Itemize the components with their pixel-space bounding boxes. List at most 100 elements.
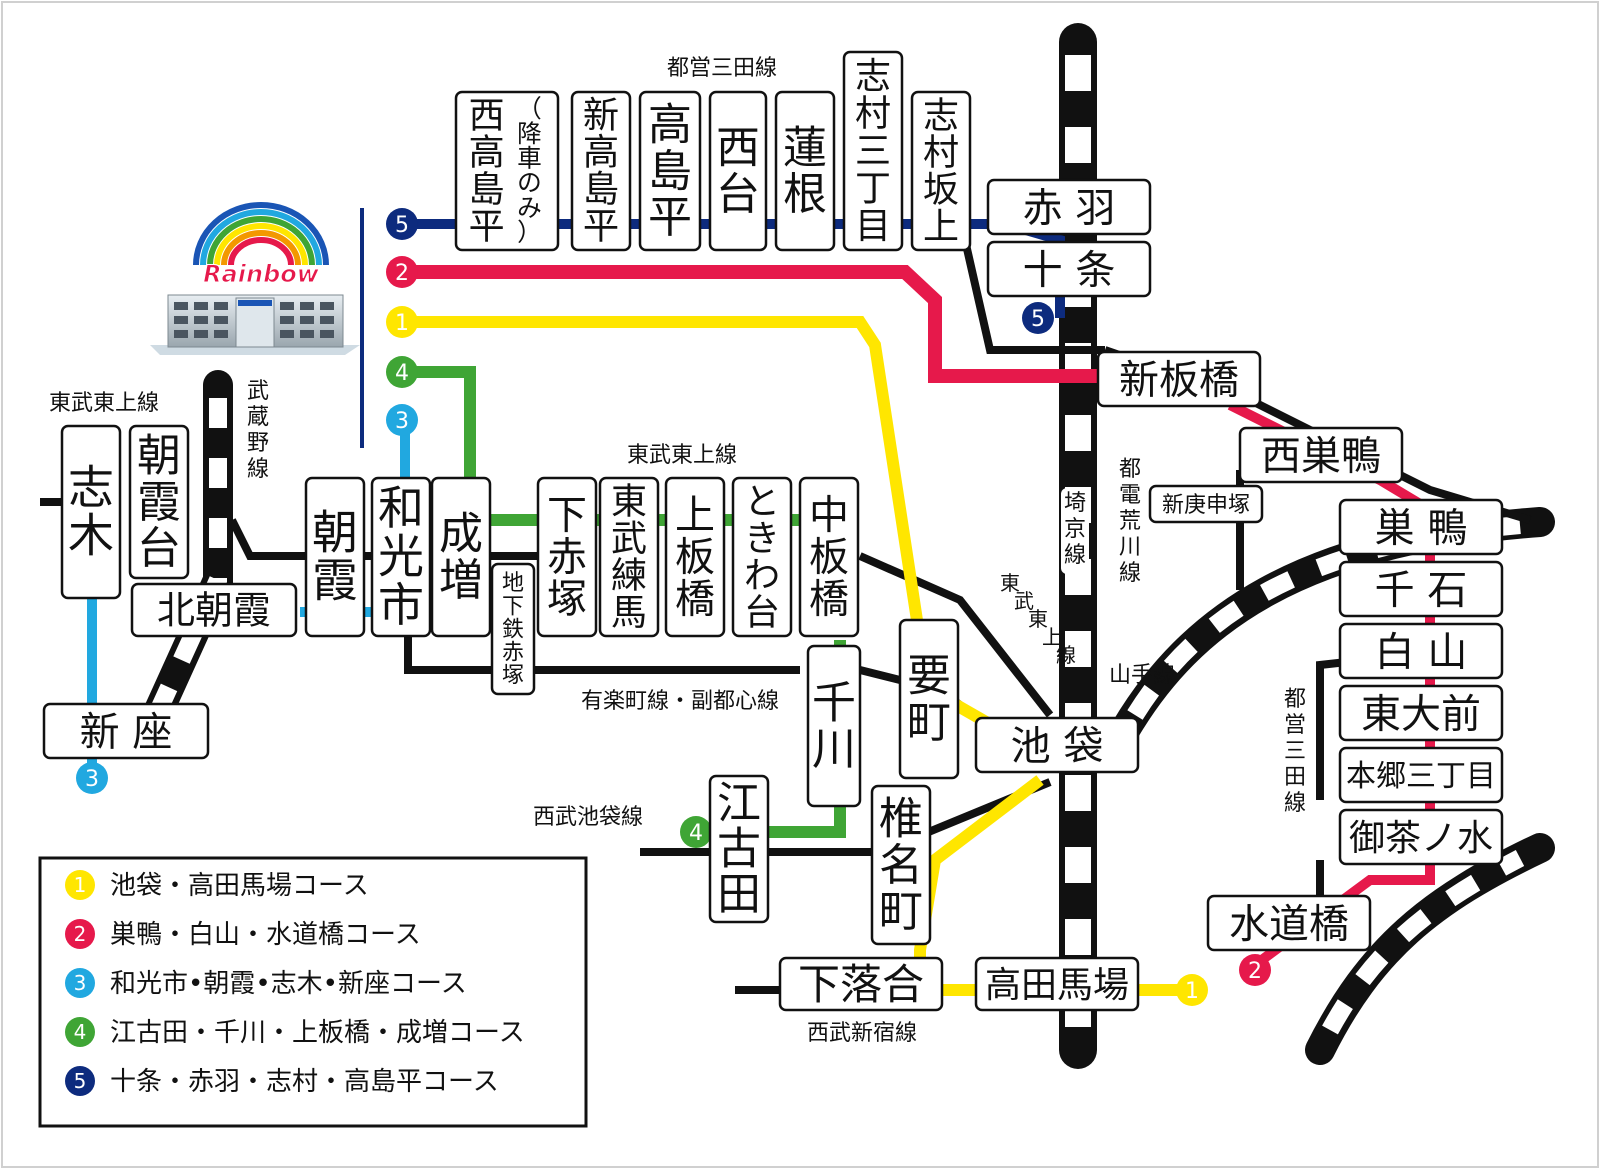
station-label: 成増 (439, 509, 483, 606)
station-narimasu[interactable]: 成増 (430, 476, 492, 638)
legend-label: 江古田・千川・上板橋・成増コース (110, 1018, 525, 1048)
station-box (974, 956, 1140, 1012)
station-label: 東大前 (1361, 691, 1481, 737)
legend-label: 池袋・高田馬場コース (110, 871, 369, 901)
line-label-seibu-ikebukuro: 西武池袋線 (533, 805, 643, 830)
course-marker-m4-top: 4 (386, 356, 418, 388)
station-label: 椎名町 (879, 794, 923, 937)
station-label: 新庚申塚 (1162, 493, 1250, 518)
station-box (708, 90, 768, 252)
station-hakusan[interactable]: 白 山 (1338, 622, 1504, 680)
station-shimoakatsuka[interactable]: 下赤塚 (536, 476, 598, 638)
station-box (370, 476, 432, 638)
marker-number: 2 (395, 261, 409, 286)
station-sugamo[interactable]: 巣 鴨 (1338, 498, 1504, 556)
station-nishisugamo[interactable]: 西巣鴨 (1238, 426, 1404, 484)
station-box (1338, 622, 1504, 680)
station-label: 下落合 (798, 960, 924, 1009)
station-box (1338, 808, 1504, 866)
station-label: 下赤塚 (547, 492, 587, 622)
station-label: 西高島平 (469, 95, 505, 247)
legend-label: 巣鴨・白山・水道橋コース (110, 920, 421, 950)
station-sengoku[interactable]: 千 石 (1338, 560, 1504, 618)
saikyo-label-bg (1061, 488, 1089, 574)
station-tokiwadai[interactable]: ときわ台 (731, 476, 793, 638)
station-hasune[interactable]: 蓮根 (774, 90, 836, 252)
station-shiinamachi[interactable]: 椎名町 (870, 784, 932, 946)
station-label: 御茶ノ水 (1349, 818, 1493, 859)
station-label: 新板橋 (1119, 357, 1239, 403)
station-box (60, 424, 122, 600)
legend-number: 1 (74, 873, 87, 897)
station-nishidai[interactable]: 西台 (708, 90, 768, 252)
station-tobunerima[interactable]: 東武練馬 (598, 476, 660, 638)
station-niiza[interactable]: 新 座 (42, 702, 210, 760)
station-ikebukuro[interactable]: 池 袋 (974, 716, 1140, 774)
station-box (128, 424, 190, 580)
station-jujo[interactable]: 十 条 (986, 240, 1152, 298)
station-nakaitabashi[interactable]: 中板橋 (798, 476, 860, 638)
station-label: 池 袋 (1011, 723, 1104, 769)
station-shimurasanchome[interactable]: 志村三丁目 (842, 50, 904, 252)
line-label-toden-arakawa: 都電荒川線 (1119, 457, 1141, 586)
station-ekoda[interactable]: 江古田 (708, 774, 770, 924)
station-note: （降車のみ） (517, 94, 542, 246)
station-asakadai[interactable]: 朝霞台 (128, 424, 190, 580)
station-box (638, 90, 702, 252)
station-shinitabashi[interactable]: 新板橋 (1096, 350, 1262, 408)
station-takashimadaira[interactable]: 高島平 (638, 90, 702, 252)
school-building (150, 294, 360, 355)
station-kitaasaka[interactable]: 北朝霞 (130, 582, 298, 638)
station-box (454, 90, 560, 252)
station-box (1338, 684, 1504, 742)
station-akabane[interactable]: 赤 羽 (986, 178, 1152, 236)
station-chikatetsu-akatsuka[interactable]: 地下鉄赤塚 (490, 562, 536, 696)
marker-circle (386, 256, 418, 288)
station-takadanobaba[interactable]: 高田馬場 (974, 956, 1140, 1012)
station-shimoochiai[interactable]: 下落合 (778, 956, 944, 1012)
legend-label: 十条・赤羽・志村・高島平コース (110, 1067, 499, 1097)
marker-number: 4 (395, 361, 409, 386)
station-box (1096, 350, 1262, 408)
legend-label: 和光市•朝霞•志木•新座コース (110, 969, 467, 999)
legend-number: 5 (74, 1069, 87, 1093)
station-suidobashi[interactable]: 水道橋 (1206, 894, 1372, 952)
station-box (42, 702, 210, 760)
station-box (1338, 560, 1504, 618)
station-box (536, 476, 598, 638)
station-hongosanchome[interactable]: 本郷三丁目 (1338, 746, 1504, 804)
station-shinkoshinzuka[interactable]: 新庚申塚 (1148, 484, 1264, 524)
station-label: ときわ台 (744, 481, 780, 633)
marker-circle (386, 356, 418, 388)
station-senkawa[interactable]: 千川 (806, 644, 862, 808)
station-todaimae[interactable]: 東大前 (1338, 684, 1504, 742)
station-label: 本郷三丁目 (1346, 759, 1496, 794)
station-asaka[interactable]: 朝霞 (304, 476, 366, 638)
course-marker-m5-jujo: 5 (1022, 302, 1054, 334)
legend-marker (65, 919, 95, 949)
station-label: 和光市 (378, 481, 424, 632)
station-shintakashimadaira[interactable]: 新高島平 (570, 90, 632, 252)
marker-number: 3 (85, 767, 99, 792)
marker-number: 3 (395, 409, 409, 434)
station-ochanomizu[interactable]: 御茶ノ水 (1338, 808, 1504, 866)
station-nishitakashimadaira[interactable]: 西高島平 （降車のみ） (454, 90, 560, 252)
station-box (986, 178, 1152, 236)
stations: 西高島平（降車のみ）新高島平高島平西台蓮根志村三丁目志村坂上志木朝霞台朝霞和光市… (42, 50, 1504, 1012)
station-kamiitabashi[interactable]: 上板橋 (664, 476, 726, 638)
station-box (910, 90, 972, 252)
line-label-seibu-shinjuku: 西武新宿線 (807, 1021, 917, 1046)
line-label-saikyo: 埼京線 (1064, 491, 1086, 568)
station-shiki[interactable]: 志木 (60, 424, 122, 600)
musashino-track (135, 370, 233, 745)
line-label-musashino: 武蔵野線 (247, 379, 269, 482)
marker-circle (1022, 302, 1054, 334)
station-wakoshi[interactable]: 和光市 (370, 476, 432, 638)
station-kanamecho[interactable]: 要町 (898, 618, 960, 780)
station-label: 志村坂上 (923, 95, 959, 247)
station-label: 蓮根 (783, 123, 827, 220)
station-shimurasakaue[interactable]: 志村坂上 (910, 90, 972, 252)
course-marker-m4-ekoda: 4 (680, 816, 712, 848)
